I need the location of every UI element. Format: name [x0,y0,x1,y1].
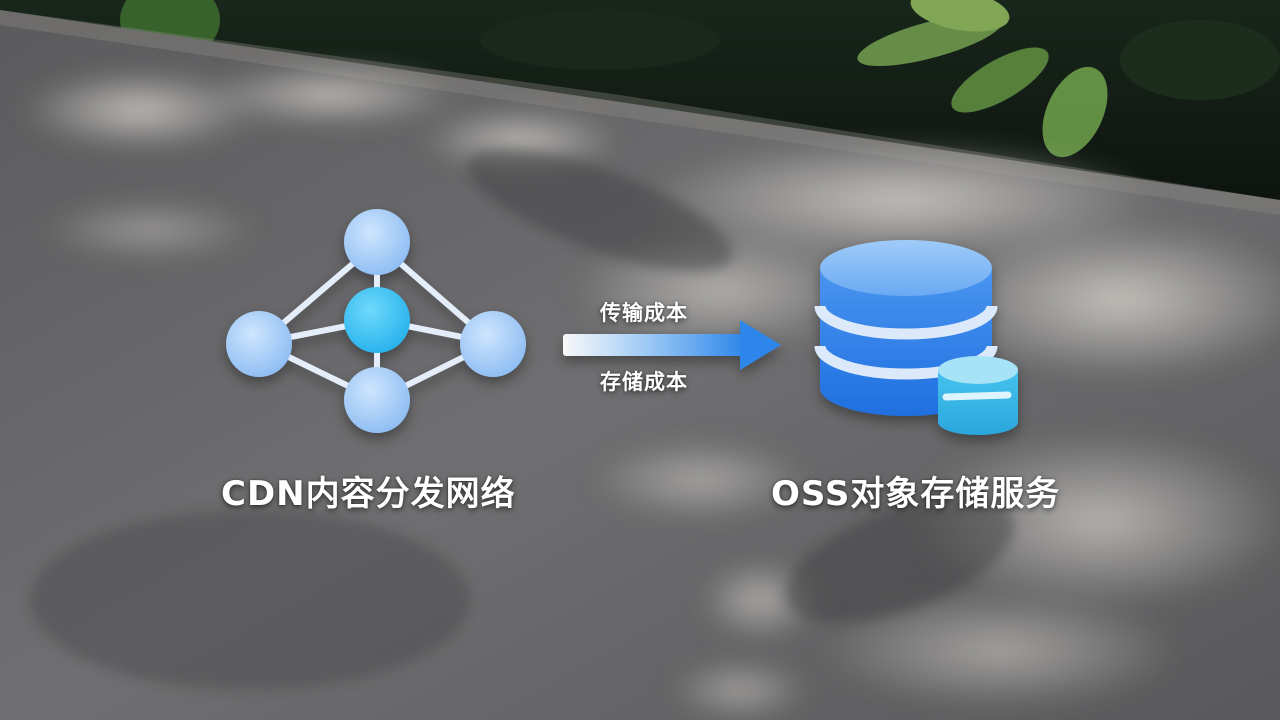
network-icon [226,209,526,433]
transfer-cost-label: 传输成本 [600,301,688,325]
arrow-right-icon [563,320,781,370]
oss-label: OSS对象存储服务 [771,474,1061,514]
database-icon [814,240,1018,435]
storage-cost-label: 存储成本 [600,370,688,394]
cdn-label: CDN内容分发网络 [221,474,516,514]
